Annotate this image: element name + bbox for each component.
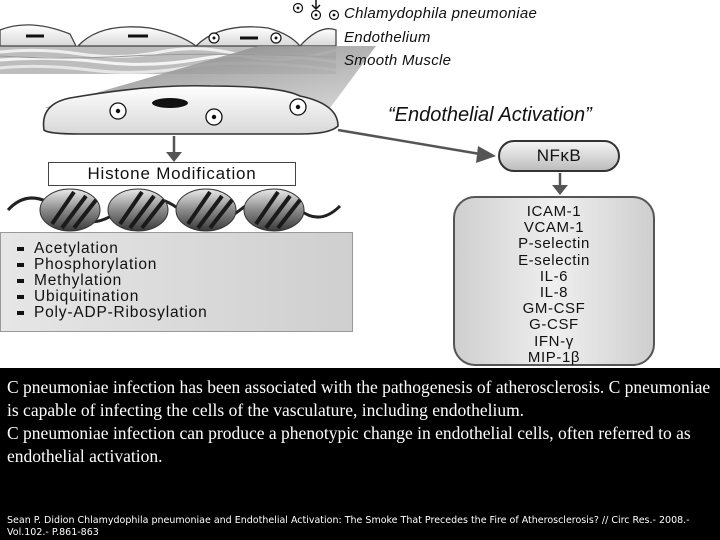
bullet-icon [17,295,24,299]
cytokine-item: MIP-1β [527,348,581,366]
nucleosome-chain [6,188,342,232]
chlamydophila-particles [292,0,340,21]
bullet-icon [17,247,24,251]
cytokine-item: G-CSF [529,316,579,334]
pathway-figure: Chlamydophila pneumoniae Endothelium Smo… [0,0,720,368]
adhesion-molecules-cytokines-box: ICAM-1 VCAM-1 P-selectin E-selectin IL-6… [453,196,655,366]
histone-modifications-box: Acetylation Phosphorylation Methylation … [0,232,353,332]
modification-label: Poly-ADP-Ribosylation [34,304,208,321]
cytokine-item: VCAM-1 [523,219,585,237]
modification-item: Acetylation [17,240,352,257]
citation: Sean P. Didion Chlamydophila pneumoniae … [7,515,690,538]
text-paragraph: C pneumoniae infection has been associat… [7,377,711,420]
cytokine-item: IL-8 [539,284,569,302]
nucleosome [175,188,237,232]
bullet-icon [17,279,24,283]
modification-item: Phosphorylation [17,256,352,273]
cytokine-item: IL-6 [539,267,569,285]
nucleosome [39,188,101,232]
pathway-arrows [166,128,568,195]
bullet-icon [17,311,24,315]
text-paragraph: C pneumoniae infection can produce a phe… [7,423,691,466]
figure-graphics [0,0,568,232]
slide-text: C pneumoniae infection has been associat… [7,376,713,468]
legend-endothelium: Endothelium [344,29,431,46]
cytokine-item: GM-CSF [522,300,586,318]
legend-smooth-muscle: Smooth Muscle [344,52,452,69]
modification-item: Ubiquitination [17,288,352,305]
modification-label: Phosphorylation [34,256,158,273]
nucleosome [243,188,305,232]
modification-label: Methylation [34,272,123,289]
modification-item: Poly-ADP-Ribosylation [17,304,352,321]
nucleosome [107,188,169,232]
modification-label: Ubiquitination [34,288,140,305]
endothelial-activation-label: “Endothelial Activation” [388,104,592,126]
cytokine-item: ICAM-1 [526,203,582,220]
histone-modification-label: Histone Modification [48,162,296,186]
cytokine-item: P-selectin [518,235,590,253]
nfkb-node: NFκB [498,140,620,172]
legend-chlamydophila: Chlamydophila pneumoniae [344,5,538,22]
bullet-icon [17,263,24,267]
cytokine-item: E-selectin [518,251,590,269]
magnified-endothelial-cell [42,84,339,135]
endothelium-layer [0,24,337,47]
modification-item: Methylation [17,272,352,289]
cytokine-item: IFN-γ [534,332,574,350]
modification-label: Acetylation [34,240,119,257]
